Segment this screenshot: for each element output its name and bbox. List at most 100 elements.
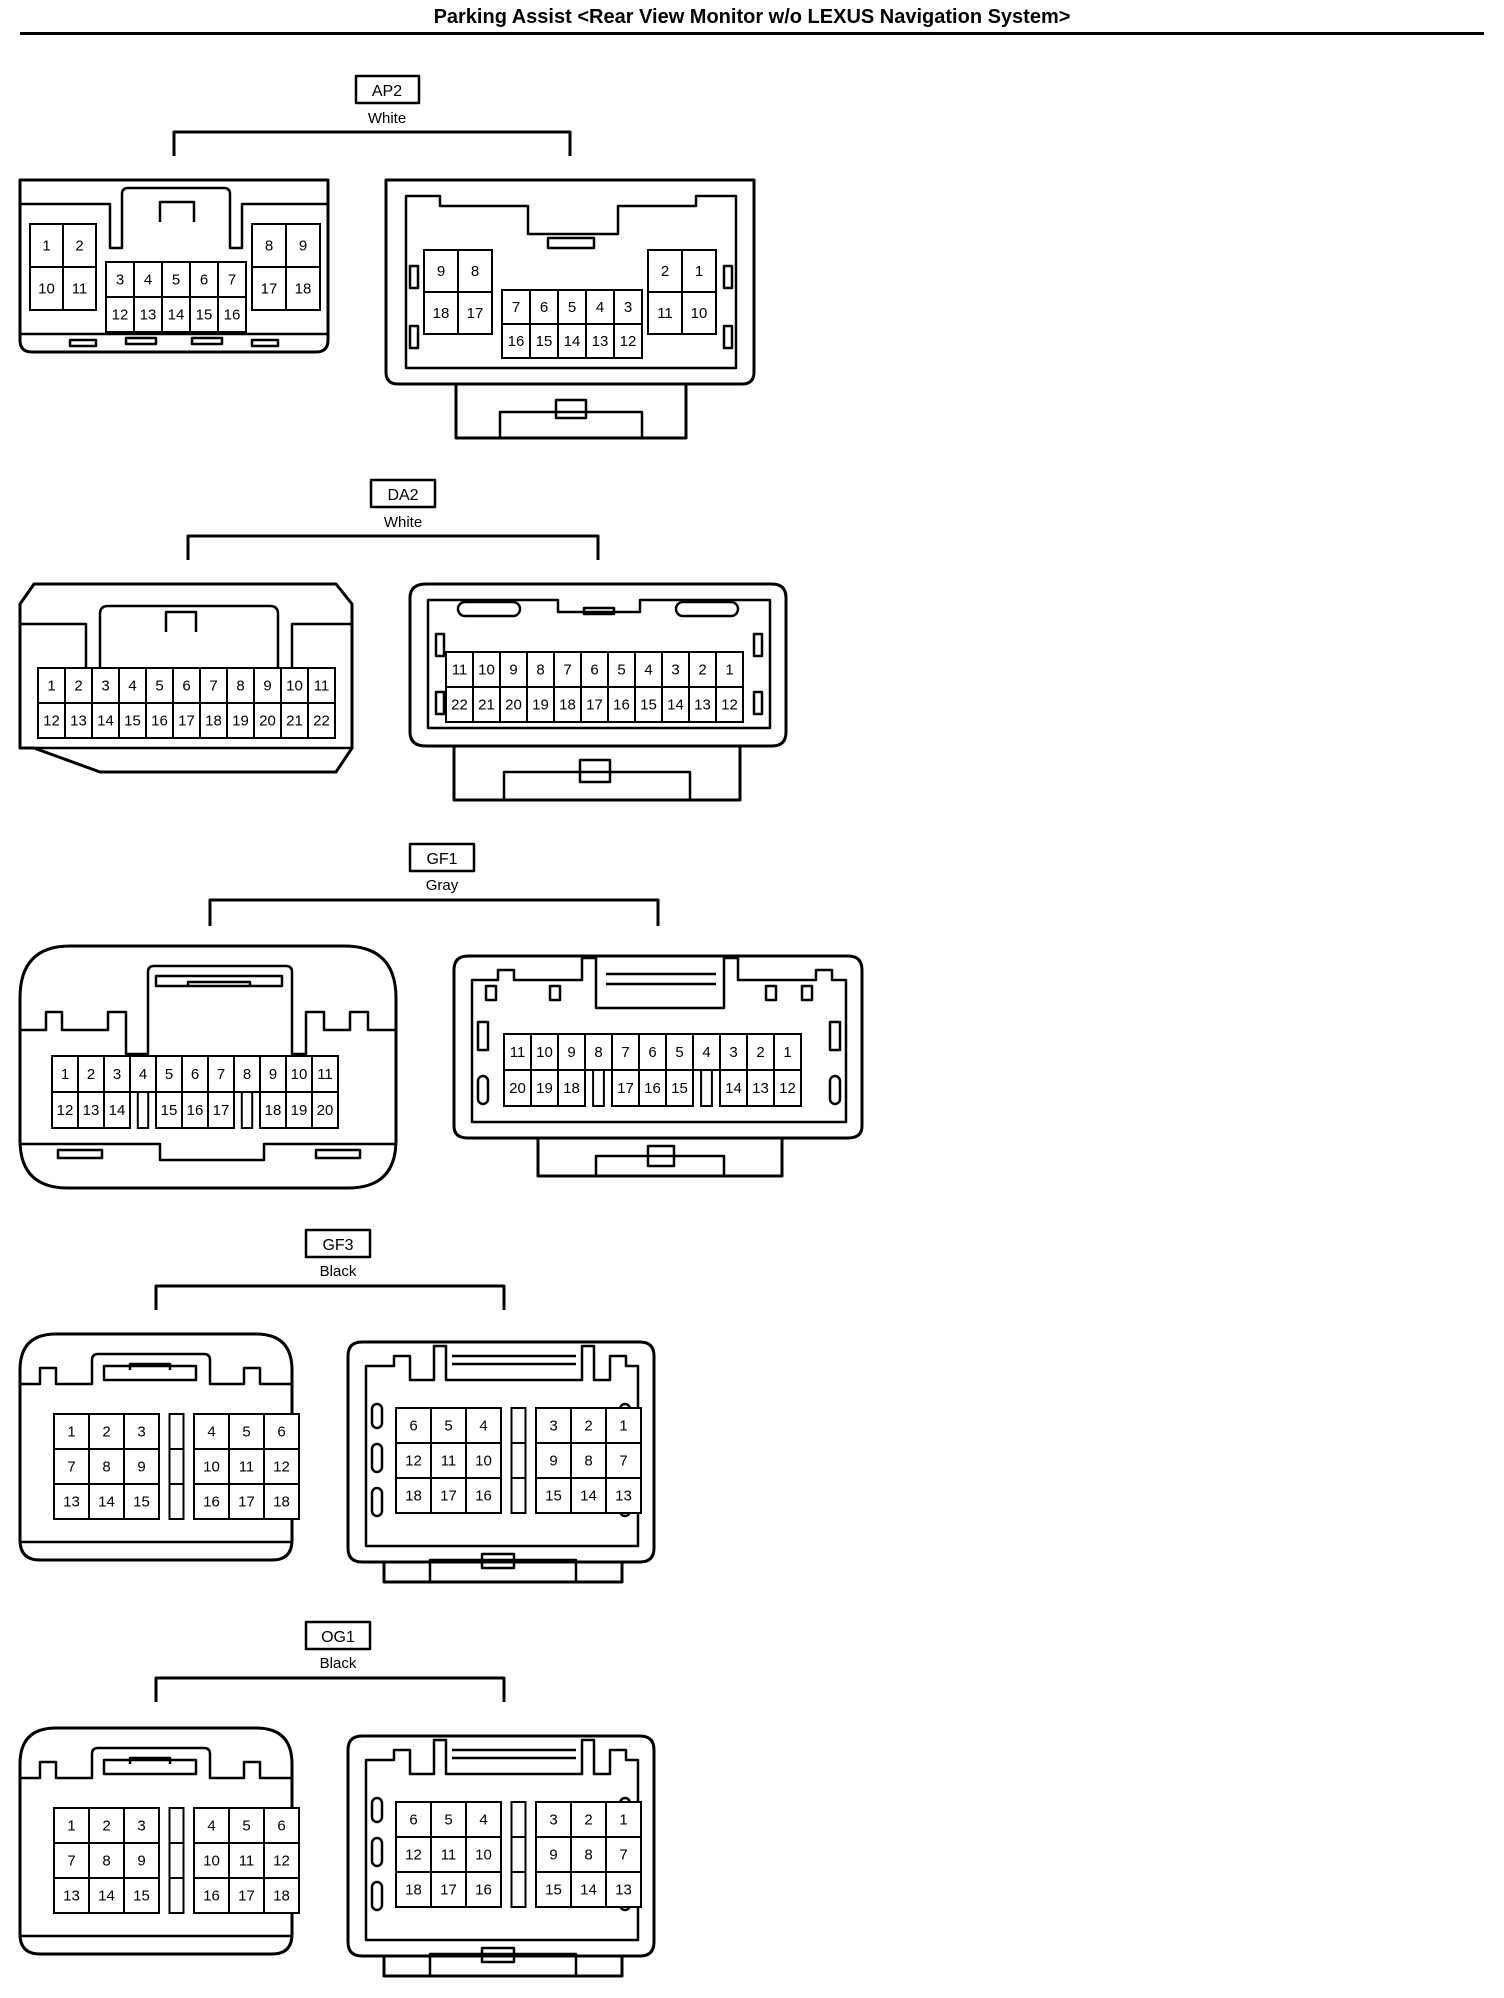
pairing-bracket (154, 1284, 506, 1310)
pin-number: 5 (568, 299, 576, 316)
pin-number: 22 (451, 697, 468, 714)
pin-number: 7 (67, 1853, 75, 1870)
pin-number: 19 (291, 1102, 308, 1119)
pin-number: 18 (205, 713, 222, 730)
latch-outline (20, 604, 352, 672)
lock-frame (498, 410, 644, 438)
pin-cavity (103, 1055, 131, 1093)
key-rail (452, 1354, 576, 1366)
pin-number: 1 (67, 1818, 75, 1835)
pin-number: 16 (475, 1882, 492, 1899)
pin-number: 8 (584, 1453, 592, 1470)
pin-number: 14 (97, 713, 114, 730)
pin-number: 6 (409, 1418, 417, 1435)
pin-cavity (665, 1069, 694, 1107)
pin-number: 10 (691, 305, 708, 322)
pin-cavity (129, 1055, 157, 1093)
connector-color: White (368, 110, 406, 127)
pin-cavity (526, 651, 555, 688)
pin-cavity (123, 1448, 160, 1485)
pin-number: 2 (102, 1818, 110, 1835)
pin-cavity (217, 296, 247, 333)
housing-outline (18, 944, 398, 1190)
pin-number: 18 (265, 1102, 282, 1119)
pin-number: 7 (67, 1459, 75, 1476)
pin-cavity (311, 1091, 339, 1129)
pin-number: 10 (203, 1459, 220, 1476)
pin-cavity (570, 1871, 607, 1908)
pin-number: 16 (475, 1488, 492, 1505)
housing-outline (408, 582, 788, 748)
pin-number: 13 (70, 713, 87, 730)
connector-color: Gray (426, 877, 459, 894)
base-slot (250, 338, 280, 348)
pin-cavity (557, 1069, 586, 1107)
side-slot (370, 1442, 384, 1474)
pin-number: 1 (725, 662, 733, 679)
pin-cavity (681, 291, 717, 335)
pin-cavity (285, 1091, 313, 1129)
pin-number: 5 (617, 662, 625, 679)
connector-color: Black (320, 1263, 357, 1280)
pin-number: 8 (243, 1066, 251, 1083)
pin-number: 5 (675, 1044, 683, 1061)
lock-tab (480, 1552, 516, 1570)
pin-cavity (285, 223, 321, 268)
pin-number: 12 (273, 1853, 290, 1870)
pin-number: 5 (444, 1812, 452, 1829)
pin-cavity (465, 1442, 502, 1479)
key-divider (168, 1842, 185, 1879)
housing-outline (452, 954, 864, 1140)
pin-number: 13 (615, 1882, 632, 1899)
housing-outline (18, 582, 354, 774)
pin-number: 13 (63, 1494, 80, 1511)
side-slot (370, 1836, 384, 1868)
pin-number: 20 (505, 697, 522, 714)
side-slot (370, 1880, 384, 1912)
pin-number: 18 (563, 1080, 580, 1097)
pin-number: 17 (178, 713, 195, 730)
pin-number: 17 (440, 1882, 457, 1899)
pin-number: 1 (619, 1418, 627, 1435)
pin-cavity (611, 1033, 640, 1071)
pin-cavity (557, 289, 587, 325)
side-slot (722, 324, 734, 350)
pin-cavity (661, 651, 690, 688)
pin-number: 5 (242, 1424, 250, 1441)
pin-cavity (193, 1413, 230, 1450)
title-rule (20, 32, 1484, 35)
pin-cavity (263, 1448, 300, 1485)
key-slot (546, 236, 596, 250)
pin-cavity (535, 1871, 572, 1908)
pin-number: 14 (725, 1080, 742, 1097)
pin-number: 10 (286, 678, 303, 695)
pin-number: 11 (239, 1853, 255, 1870)
lock-frame (502, 770, 692, 800)
pin-number: 16 (203, 1494, 220, 1511)
pin-cavity (607, 686, 636, 723)
pin-number: 12 (57, 1102, 74, 1119)
pin-number: 13 (63, 1888, 80, 1905)
pin-cavity (526, 686, 555, 723)
pin-cavity (259, 1091, 287, 1129)
side-slot (434, 632, 446, 658)
pin-cavity (88, 1877, 125, 1914)
pin-number: 15 (133, 1494, 150, 1511)
pin-number: 1 (42, 238, 50, 255)
pin-cavity (445, 686, 474, 723)
pin-number: 4 (479, 1812, 487, 1829)
pin-number: 3 (116, 272, 124, 289)
pin-cavity (228, 1807, 265, 1844)
pin-number: 13 (615, 1488, 632, 1505)
pin-number: 18 (559, 697, 576, 714)
pin-number: 13 (83, 1102, 100, 1119)
top-slot (800, 984, 814, 1002)
top-slot (484, 984, 498, 1002)
key-divider (510, 1442, 527, 1479)
pin-number: 7 (621, 1044, 629, 1061)
